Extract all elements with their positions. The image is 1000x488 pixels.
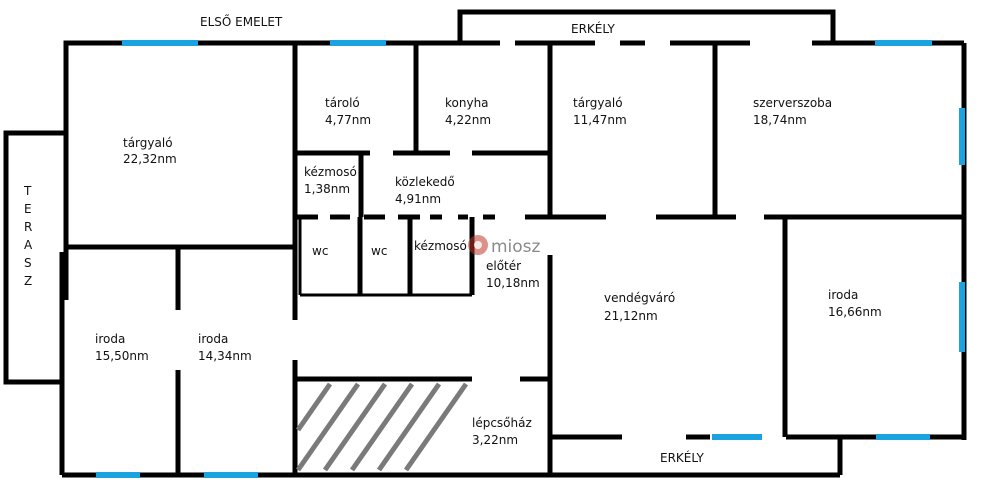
terrace-letter-s: S bbox=[24, 256, 32, 270]
room-iroda-1-area: 15,50nm bbox=[95, 349, 149, 363]
room-tarolo-area: 4,77nm bbox=[325, 113, 371, 127]
terrace-letter-z: Z bbox=[24, 274, 32, 288]
room-targyalo-left-name: tárgyaló bbox=[123, 136, 173, 150]
room-tarolo-name: tároló bbox=[325, 96, 360, 110]
room-targyalo-mid-name: tárgyaló bbox=[573, 96, 623, 110]
room-konyha-name: konyha bbox=[445, 96, 489, 110]
room-konyha-area: 4,22nm bbox=[445, 113, 491, 127]
room-iroda-right-name: iroda bbox=[828, 288, 858, 302]
balcony-bottom-label: ERKÉLY bbox=[660, 450, 704, 465]
room-kozlekedo-area: 4,91nm bbox=[395, 192, 441, 206]
outer-walls bbox=[59, 9, 967, 478]
room-kezmoso-1-area: 1,38nm bbox=[304, 182, 350, 196]
room-targyalo-mid-area: 11,47nm bbox=[573, 113, 627, 127]
room-lepcsohaz-area: 3,22nm bbox=[472, 433, 518, 447]
watermark-logo: miosz bbox=[468, 235, 541, 257]
interior-walls bbox=[66, 43, 964, 475]
room-kozlekedo-name: közlekedő bbox=[395, 175, 455, 189]
room-szerverszoba-name: szerverszoba bbox=[753, 96, 832, 110]
room-kezmoso-2-name: kézmosó bbox=[414, 239, 467, 253]
watermark-logo-icon-inner bbox=[474, 241, 482, 249]
room-iroda-2-name: iroda bbox=[198, 332, 228, 346]
room-kezmoso-1-name: kézmosó bbox=[304, 165, 357, 179]
room-wc-1-name: wc bbox=[312, 244, 328, 258]
room-lepcsohaz-name: lépcsőház bbox=[472, 416, 532, 430]
room-iroda-2-area: 14,34nm bbox=[198, 349, 252, 363]
terrace-letter-r: R bbox=[24, 220, 32, 234]
room-vendegvaro-name: vendégváró bbox=[604, 291, 675, 305]
stair-hatching bbox=[295, 382, 469, 472]
room-wc-2-name: wc bbox=[371, 244, 387, 258]
room-szerverszoba-area: 18,74nm bbox=[753, 113, 807, 127]
terrace-outline bbox=[3, 130, 66, 385]
terrace-letter-a: A bbox=[24, 238, 33, 252]
wc-block-walls bbox=[298, 217, 475, 297]
room-vendegvaro-area: 21,12nm bbox=[604, 309, 658, 323]
watermark-text: miosz bbox=[491, 237, 541, 257]
room-eloter-area: 10,18nm bbox=[486, 276, 540, 290]
room-targyalo-left-area: 22,32nm bbox=[123, 152, 177, 166]
terrace-letter-t: T bbox=[23, 184, 32, 198]
terrace-label: T E R A S Z bbox=[23, 184, 33, 288]
room-iroda-1-name: iroda bbox=[95, 332, 125, 346]
room-eloter-name: előtér bbox=[486, 259, 521, 273]
terrace-letter-e: E bbox=[24, 202, 32, 216]
floor-title: ELSŐ EMELET bbox=[200, 14, 283, 29]
room-iroda-right-area: 16,66nm bbox=[828, 305, 882, 319]
balcony-top-label: ERKÉLY bbox=[571, 21, 615, 36]
windows bbox=[96, 40, 965, 478]
